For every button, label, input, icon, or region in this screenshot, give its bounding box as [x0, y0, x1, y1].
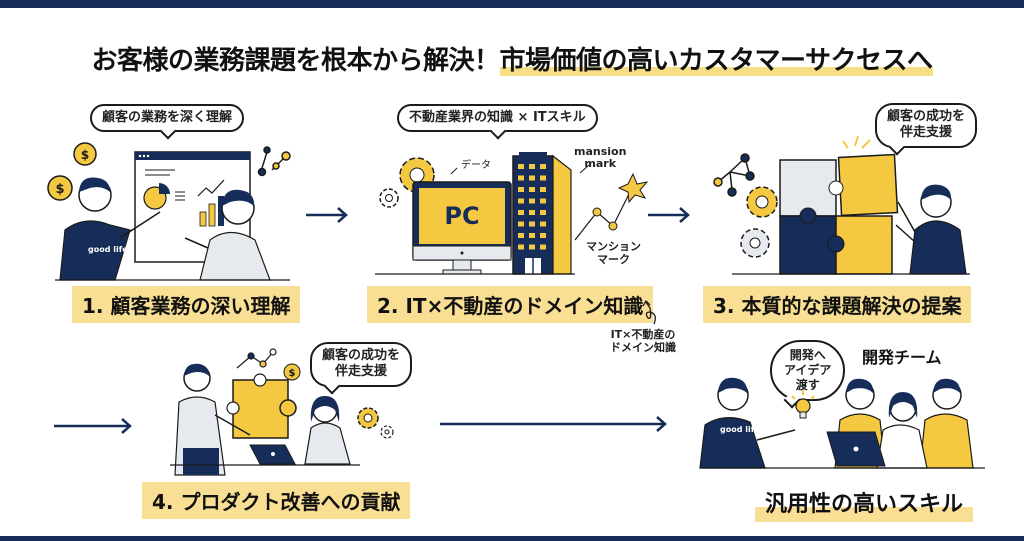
building-window	[540, 198, 546, 204]
step-2-bubble: 不動産業界の知識 × ITスキル	[397, 104, 598, 133]
building-window	[518, 210, 524, 215]
arrow-right-icon	[440, 416, 667, 432]
step-2-illustration: PC データ	[375, 152, 649, 275]
shirt-text: good life	[88, 245, 128, 254]
building-window	[529, 164, 535, 169]
building-window	[540, 233, 546, 238]
person-icon	[876, 392, 928, 469]
building-window	[529, 198, 535, 204]
step-3-bubble-text: 顧客の成功を 伴走支援	[887, 109, 966, 141]
building-window	[518, 244, 524, 250]
monitor-icon: PC	[412, 181, 512, 275]
annotation-mansion-jp: マンション マーク	[586, 240, 641, 267]
step-4-label: 4. プロダクト改善への貢献	[142, 482, 411, 519]
building-window	[518, 164, 524, 169]
coin-icon: $	[283, 363, 301, 381]
svg-text:$: $	[289, 368, 296, 379]
network-icon	[257, 146, 291, 177]
person-icon	[174, 363, 251, 476]
lightbulb-icon	[791, 390, 815, 419]
person-icon	[895, 184, 967, 275]
gear-icon	[740, 228, 770, 258]
person-icon: good life	[699, 377, 796, 469]
gear-icon	[746, 186, 778, 218]
title-part2-highlight: 市場価値の高いカスタマーサクセスへ	[499, 46, 933, 76]
building-window	[529, 244, 535, 250]
arrow-right-icon	[648, 207, 690, 223]
step-4-illustration: $	[170, 348, 394, 476]
building-window	[529, 210, 535, 215]
laptop-icon	[249, 444, 296, 465]
building-window	[529, 187, 535, 192]
building-window	[518, 221, 524, 227]
building-window	[518, 175, 524, 181]
svg-text:$: $	[81, 148, 89, 162]
title-part1: お客様の業務課題を根本から解決！	[91, 46, 501, 76]
step-4-bubble-text: 顧客の成功を 伴走支援	[322, 348, 401, 380]
svg-text:$: $	[55, 182, 64, 197]
step-1-label: 1. 顧客業務の深い理解	[72, 286, 301, 323]
building-window	[518, 187, 524, 192]
trend-line-icon	[574, 172, 649, 241]
puzzle-icon	[779, 135, 899, 275]
puzzle-icon	[226, 373, 297, 439]
screen-text: PC	[444, 202, 479, 230]
person-icon	[919, 378, 974, 469]
step-3-bubble: 顧客の成功を 伴走支援	[875, 103, 978, 148]
building-window	[518, 198, 524, 204]
trend-line-icon	[236, 348, 277, 369]
coin-icon: $	[47, 175, 73, 201]
annotation-data: データ	[461, 158, 491, 171]
building-window	[540, 244, 546, 250]
shirt-text: good life	[720, 425, 760, 434]
arrow-right-icon	[54, 418, 132, 434]
building-icon	[512, 152, 572, 275]
building-window	[529, 175, 535, 181]
building-window	[540, 221, 546, 227]
step-4-bubble: 顧客の成功を 伴走支援	[310, 342, 413, 387]
coin-icon: $	[73, 142, 97, 166]
side-note: IT×不動産の ドメイン知識	[610, 328, 676, 355]
building-window	[540, 187, 546, 192]
building-window	[529, 221, 535, 227]
team-label: 開発チーム	[862, 348, 942, 367]
top-bar	[0, 0, 1024, 8]
step-5-label: 汎用性の高いスキル	[755, 482, 974, 522]
gear-icon	[380, 425, 394, 439]
building-window	[529, 233, 535, 238]
arrow-right-icon	[306, 207, 348, 223]
step-5-bubble: 開発へ アイデア 渡す	[770, 340, 846, 401]
step-5-illustration: good life	[699, 377, 985, 469]
step-5-bubble-text: 開発へ アイデア 渡す	[784, 348, 832, 392]
gear-icon	[379, 188, 399, 208]
building-window	[540, 164, 546, 169]
laptop-icon	[826, 431, 886, 467]
person-icon: good life	[59, 177, 161, 281]
person-icon	[304, 396, 351, 465]
person-icon	[184, 189, 271, 281]
step-1-bubble: 顧客の業務を深く理解	[90, 104, 245, 133]
building-window	[540, 175, 546, 181]
step-3-label: 3. 本質的な課題解決の提案	[703, 286, 972, 323]
step-3-illustration	[713, 135, 970, 275]
gear-icon	[357, 407, 379, 429]
step-1-illustration: $ $ good life	[47, 142, 291, 281]
page-title: お客様の業務課題を根本から解決！市場価値の高いカスタマーサクセスへ	[0, 40, 1024, 77]
bottom-bar	[0, 536, 1024, 541]
step-2-label: 2. IT×不動産のドメイン知識	[367, 286, 654, 323]
annotation-mansion-en: mansion mark	[574, 145, 627, 170]
building-window	[518, 233, 524, 238]
curly-arrow-icon	[642, 299, 656, 325]
network-icon	[713, 153, 755, 197]
building-window	[540, 210, 546, 215]
